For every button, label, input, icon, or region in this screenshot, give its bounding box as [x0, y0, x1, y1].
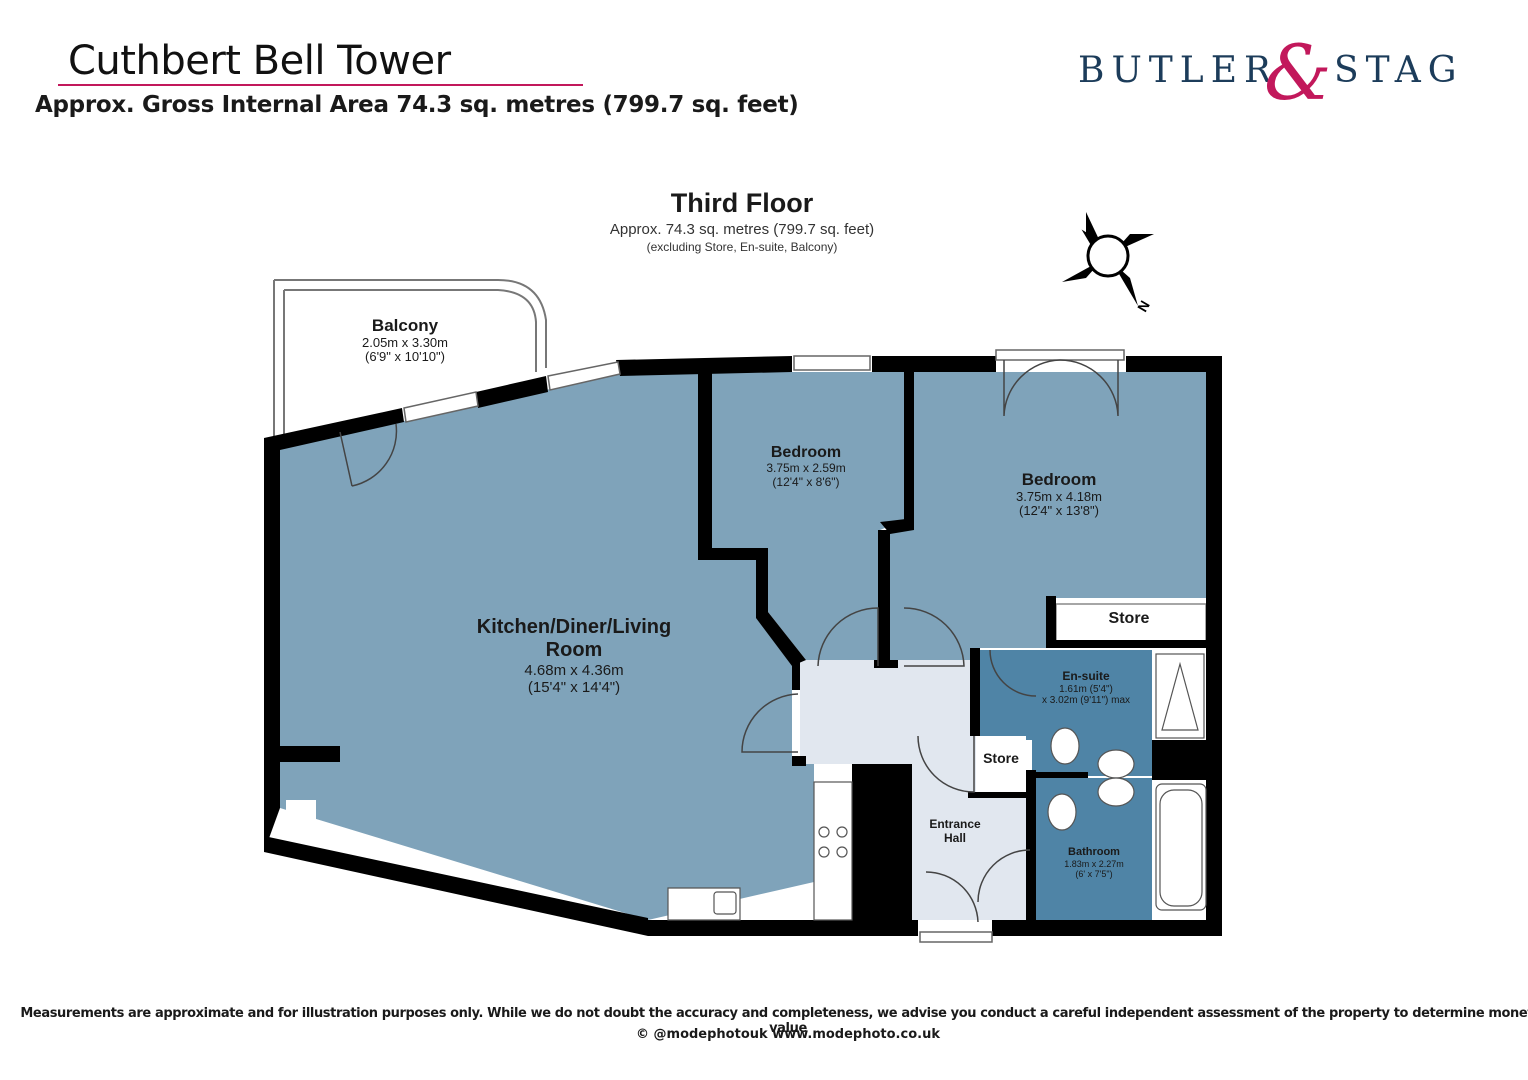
- property-title: Cuthbert Bell Tower: [68, 38, 451, 84]
- room-label-bedroom-small: Bedroom 3.75m x 2.59m (12'4" x 8'6"): [736, 444, 876, 490]
- compass-north-label: N: [1134, 298, 1153, 315]
- room-name-line1: Kitchen/Diner/Living: [476, 616, 672, 638]
- floor-area: Approx. 74.3 sq. metres (799.7 sq. feet): [609, 221, 875, 238]
- room-name-line1: Entrance: [929, 817, 981, 831]
- gross-area-subtitle: Approx. Gross Internal Area 74.3 sq. met…: [35, 92, 799, 118]
- windows: [403, 349, 1125, 943]
- room-dim-imperial: (15'4" x 14'4"): [527, 679, 621, 697]
- room-dim-metric: 2.05m x 3.30m: [362, 334, 448, 350]
- room-name: Store: [1108, 610, 1150, 627]
- room-label-balcony: Balcony 2.05m x 3.30m (6'9" x 10'10"): [340, 316, 470, 365]
- title-underline: [58, 84, 583, 86]
- entrance-hall-floor: [800, 660, 1026, 920]
- room-name: Store: [983, 750, 1019, 766]
- photo-credit: © @modephotouk www.modephoto.co.uk: [636, 1027, 940, 1042]
- ensuite-floor: [980, 650, 1152, 776]
- room-label-ensuite: En-suite 1.61m (5'4") x 3.02m (9'11") ma…: [1026, 669, 1146, 707]
- room-dim-line1: 1.61m (5'4"): [1059, 683, 1113, 695]
- room-name: En-suite: [1062, 669, 1110, 683]
- room-dim-metric: 3.75m x 2.59m: [766, 461, 846, 476]
- room-dim-line2: x 3.02m (9'11") max: [1041, 695, 1131, 707]
- logo-word-butler: BUTLER: [1078, 50, 1279, 91]
- room-label-bedroom-store: Store: [1070, 610, 1188, 628]
- floor-title: Third Floor: [670, 188, 814, 218]
- compass-rose: [1062, 212, 1154, 306]
- room-dim-imperial: (12'4" x 8'6"): [772, 475, 840, 490]
- room-name: Balcony: [371, 316, 439, 335]
- kitchen-fittings: [286, 781, 853, 921]
- hall-store-floor: [976, 736, 1026, 792]
- large-bedroom-floor: [888, 372, 1208, 660]
- room-name: Bathroom: [1068, 846, 1120, 858]
- logo-word-stag: STAG: [1334, 50, 1464, 91]
- balcony-outline: [273, 279, 547, 440]
- room-dim-metric: 3.75m x 4.18m: [1016, 488, 1102, 504]
- butler-stag-logo: BUTLER & STAG: [1078, 28, 1488, 117]
- logo-ampersand: &: [1264, 28, 1332, 117]
- living-room-floor: [280, 372, 814, 920]
- room-label-living: Kitchen/Diner/Living Room 4.68m x 4.36m …: [452, 616, 696, 697]
- room-dim-imperial: (6' x 7'5"): [1075, 868, 1113, 879]
- room-label-bedroom-large: Bedroom 3.75m x 4.18m (12'4" x 13'8"): [984, 470, 1134, 519]
- room-label-hall-store: Store: [976, 750, 1026, 766]
- room-name-line2: Hall: [943, 830, 966, 845]
- room-name: Bedroom: [770, 444, 842, 461]
- room-dim-imperial: (12'4" x 13'8"): [1019, 503, 1099, 519]
- bathroom-fittings: [1047, 653, 1207, 911]
- small-bedroom-floor: [712, 372, 904, 660]
- walls: [264, 356, 1222, 936]
- room-name-line2: Room: [545, 639, 603, 661]
- room-name: Bedroom: [1021, 470, 1097, 489]
- door-swings: [339, 359, 1119, 923]
- room-dim-metric: 4.68m x 4.36m: [524, 662, 624, 679]
- disclaimer: Measurements are approximate and for ill…: [20, 1006, 1528, 1036]
- room-dim-imperial: (6'9" x 10'10"): [365, 349, 445, 365]
- room-dim-metric: 1.83m x 2.27m: [1064, 858, 1124, 869]
- room-label-bathroom: Bathroom 1.83m x 2.27m (6' x 7'5"): [1040, 846, 1148, 879]
- floor-area-note: (excluding Store, En-suite, Balcony): [646, 240, 838, 254]
- room-label-entrance-hall: Entrance Hall: [914, 817, 996, 846]
